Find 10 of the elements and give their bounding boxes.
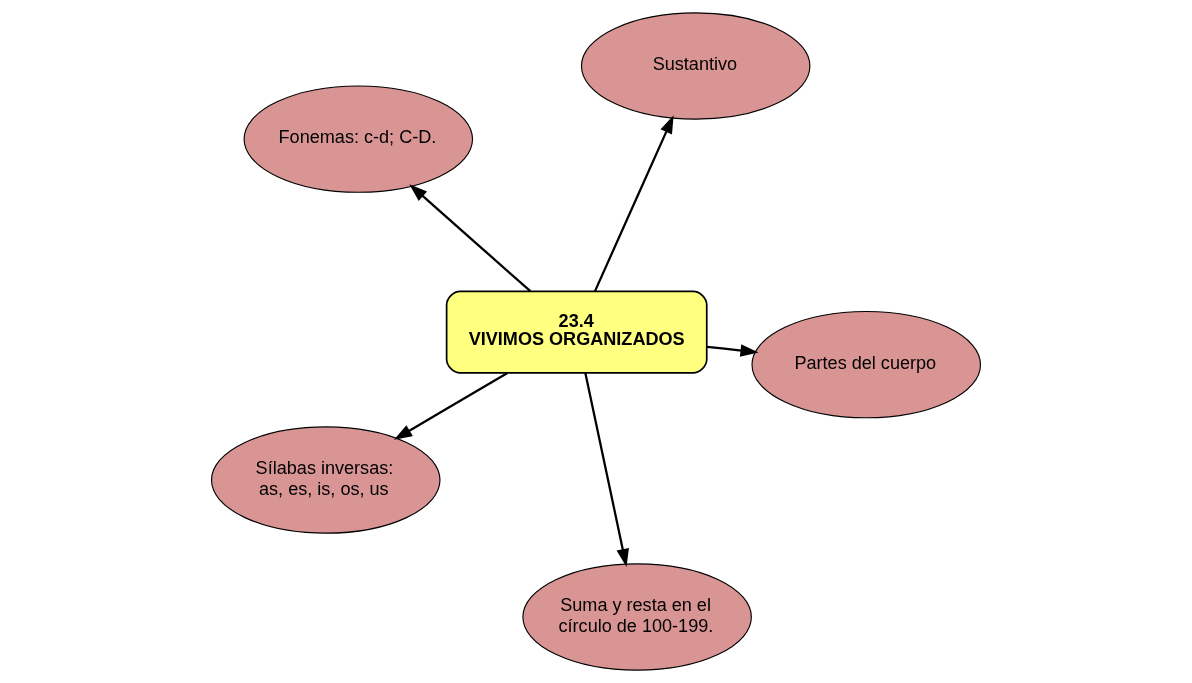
arrow xyxy=(594,115,674,292)
node-ellipse: Partes del cuerpo xyxy=(751,310,982,419)
arrow xyxy=(409,184,532,293)
node-ellipse: Sustantivo xyxy=(580,12,811,120)
node-box: 23.4 VIVIMOS ORGANIZADOS xyxy=(445,290,708,374)
arrow xyxy=(584,372,629,567)
node-ellipse: Fonemas: c-d; C-D. xyxy=(243,85,474,193)
node-ellipse: Suma y resta en el círculo de 100-199. xyxy=(522,563,752,671)
arrow xyxy=(394,371,509,440)
arrow xyxy=(706,344,759,357)
